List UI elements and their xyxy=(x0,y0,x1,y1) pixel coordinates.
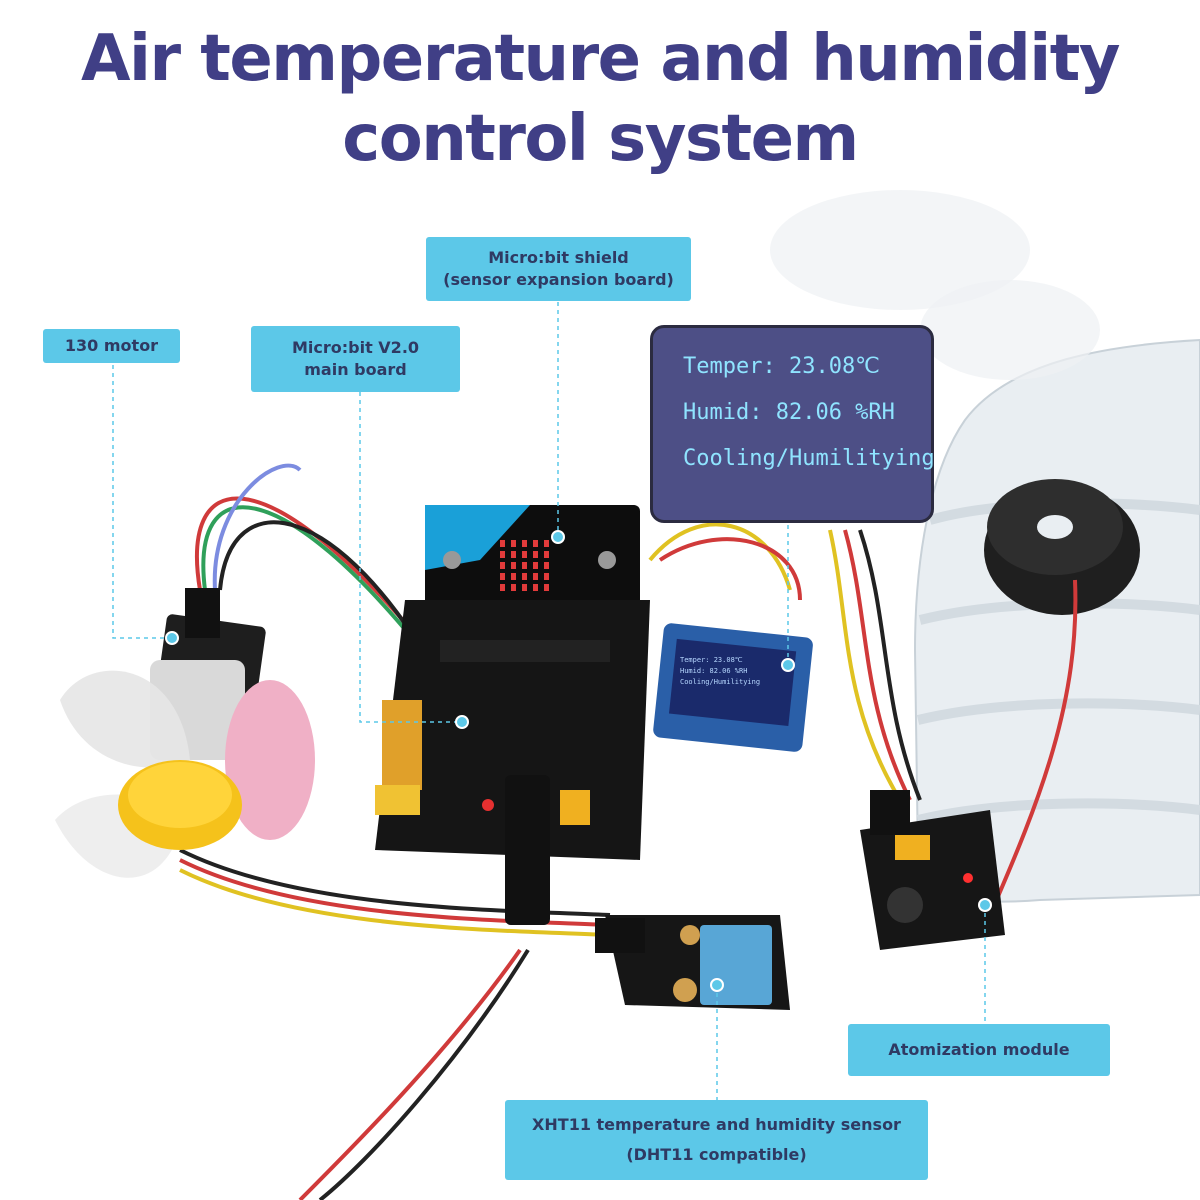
leader-lines xyxy=(112,302,986,1100)
microbit-board xyxy=(425,505,640,615)
callout-shield: Micro:bit shield (sensor expansion board… xyxy=(426,237,691,301)
shield-board xyxy=(375,600,650,925)
microbit-led-matrix xyxy=(500,540,549,591)
title-line-2: control system xyxy=(342,102,859,176)
led xyxy=(533,551,538,558)
dht11-module xyxy=(595,915,790,1010)
led xyxy=(522,551,527,558)
led xyxy=(511,540,516,547)
oled-status-line: Cooling/Humilitying xyxy=(683,446,935,471)
oled-module xyxy=(653,623,813,752)
led xyxy=(522,573,527,580)
led xyxy=(544,551,549,558)
led xyxy=(500,562,505,569)
callout-130-motor-text: 130 motor xyxy=(64,336,159,356)
led xyxy=(533,573,538,580)
callout-main-board-line2: main board xyxy=(304,360,407,379)
led xyxy=(500,584,505,591)
oled-module-status: Cooling/Humilitying xyxy=(680,678,761,686)
led xyxy=(533,540,538,547)
led xyxy=(511,562,516,569)
oled-module-screen-text: Temper: 23.08℃ Humid: 82.06 %RH Cooling/… xyxy=(680,655,760,688)
callout-sensor-line2: (DHT11 compatible) xyxy=(626,1145,807,1164)
led xyxy=(544,584,549,591)
led xyxy=(511,551,516,558)
wires xyxy=(179,463,1078,1200)
oled-humidity-line: Humid: 82.06 %RH xyxy=(683,400,895,425)
led xyxy=(544,573,549,580)
callout-atomization: Atomization module xyxy=(848,1024,1110,1076)
led xyxy=(533,584,538,591)
callout-main-board: Micro:bit V2.0 main board xyxy=(251,326,460,392)
led xyxy=(500,573,505,580)
led xyxy=(533,562,538,569)
led xyxy=(522,562,527,569)
oled-temperature-line: Temper: 23.08℃ xyxy=(683,354,880,379)
oled-module-temperature: Temper: 23.08℃ xyxy=(680,656,743,664)
callout-main-board-line1: Micro:bit V2.0 xyxy=(291,338,420,358)
led xyxy=(544,562,549,569)
led xyxy=(500,540,505,547)
callout-shield-line2: (sensor expansion board) xyxy=(443,270,674,289)
callout-atomization-text: Atomization module xyxy=(888,1040,1070,1060)
leader-dots xyxy=(165,530,992,992)
callout-sensor: XHT11 temperature and humidity sensor (D… xyxy=(505,1100,928,1180)
led xyxy=(544,540,549,547)
atomizer-disc xyxy=(984,479,1140,615)
water-bottle xyxy=(770,190,1200,903)
led xyxy=(522,584,527,591)
led xyxy=(511,573,516,580)
callout-sensor-line1: XHT11 temperature and humidity sensor xyxy=(532,1114,901,1134)
title-line-1: Air temperature and humidity xyxy=(80,22,1121,96)
motor-module xyxy=(55,588,315,878)
callout-130-motor: 130 motor xyxy=(43,329,180,363)
oled-display-zoom: Temper: 23.08℃ Humid: 82.06 %RH Cooling/… xyxy=(650,325,935,523)
led xyxy=(511,584,516,591)
oled-module-humidity: Humid: 82.06 %RH xyxy=(680,667,748,675)
atomization-board xyxy=(860,790,1005,950)
led xyxy=(522,540,527,547)
callout-shield-line1: Micro:bit shield xyxy=(488,248,629,268)
led xyxy=(500,551,505,558)
